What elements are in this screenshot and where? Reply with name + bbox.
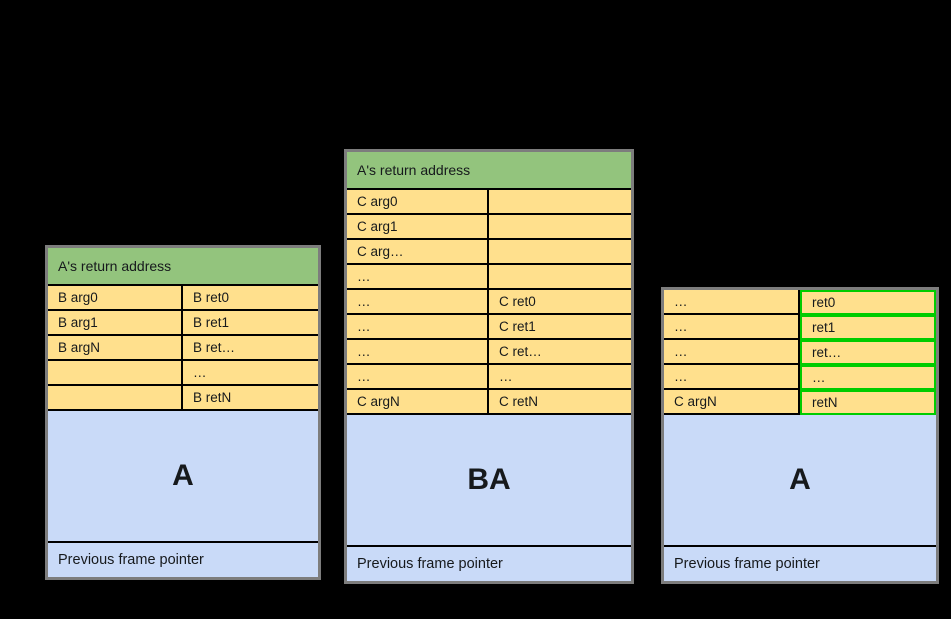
table-row: … C ret0: [347, 290, 631, 315]
stack-cell: …: [347, 365, 489, 390]
frame-footer: Previous frame pointer: [48, 543, 318, 577]
frame-header: A's return address: [347, 152, 631, 190]
table-row: B arg0 B ret0: [48, 286, 318, 311]
frame-body-label: A: [48, 411, 318, 543]
stack-cell: B ret1: [183, 311, 318, 336]
stack-cell: C ret1: [489, 315, 631, 340]
table-row: …: [347, 265, 631, 290]
frame-body-label: A: [664, 415, 936, 547]
stack-frame-left: A's return address B arg0 B ret0 B arg1 …: [45, 245, 321, 580]
frame-footer: Previous frame pointer: [347, 547, 631, 581]
stack-cell: C argN: [347, 390, 489, 415]
table-row: …: [48, 361, 318, 386]
stack-cell: [489, 240, 631, 265]
stack-cell: [489, 265, 631, 290]
stack-cell: …: [664, 365, 800, 390]
stack-cell: C retN: [489, 390, 631, 415]
table-row: … C ret…: [347, 340, 631, 365]
stack-cell: …: [664, 290, 800, 315]
table-row: B retN: [48, 386, 318, 411]
stack-frame-right: … ret0 … ret1 … ret… … … C argN retN A P…: [661, 287, 939, 584]
table-row: C arg1: [347, 215, 631, 240]
stack-cell: B retN: [183, 386, 318, 411]
stack-cell: C ret…: [489, 340, 631, 365]
stack-cell: …: [664, 340, 800, 365]
stack-cell: B arg0: [48, 286, 183, 311]
stack-cell: C ret0: [489, 290, 631, 315]
stack-cell: [489, 215, 631, 240]
table-row: … …: [664, 365, 936, 390]
table-row: … ret…: [664, 340, 936, 365]
stack-cell: B arg1: [48, 311, 183, 336]
stack-cell: C argN: [664, 390, 800, 415]
table-row: C arg…: [347, 240, 631, 265]
stack-cell-highlighted: ret1: [800, 315, 936, 340]
stack-cell: …: [347, 340, 489, 365]
stack-cell: …: [347, 265, 489, 290]
frame-body-label: BA: [347, 415, 631, 547]
table-row: B argN B ret…: [48, 336, 318, 361]
frame-header: A's return address: [48, 248, 318, 286]
table-row: … C ret1: [347, 315, 631, 340]
table-row: … ret0: [664, 290, 936, 315]
stack-cell: B argN: [48, 336, 183, 361]
stack-cell: [48, 361, 183, 386]
stack-cell: [489, 190, 631, 215]
stack-cell-highlighted: …: [800, 365, 936, 390]
frame-footer: Previous frame pointer: [664, 547, 936, 581]
stack-cell: …: [347, 290, 489, 315]
stack-cell: [48, 386, 183, 411]
stack-cell: …: [489, 365, 631, 390]
table-row: C arg0: [347, 190, 631, 215]
table-row: C argN C retN: [347, 390, 631, 415]
table-row: … …: [347, 365, 631, 390]
table-row: … ret1: [664, 315, 936, 340]
stack-cell-highlighted: ret…: [800, 340, 936, 365]
stack-cell: …: [183, 361, 318, 386]
stack-cell: C arg…: [347, 240, 489, 265]
stack-cell: B ret…: [183, 336, 318, 361]
stack-cell-highlighted: ret0: [800, 290, 936, 315]
table-row: B arg1 B ret1: [48, 311, 318, 336]
stack-frame-middle: A's return address C arg0 C arg1 C arg… …: [344, 149, 634, 584]
stack-cell: B ret0: [183, 286, 318, 311]
stack-cell: C arg1: [347, 215, 489, 240]
table-row: C argN retN: [664, 390, 936, 415]
stack-cell-highlighted: retN: [800, 390, 936, 415]
stack-cell: …: [347, 315, 489, 340]
stack-cell: C arg0: [347, 190, 489, 215]
stack-cell: …: [664, 315, 800, 340]
